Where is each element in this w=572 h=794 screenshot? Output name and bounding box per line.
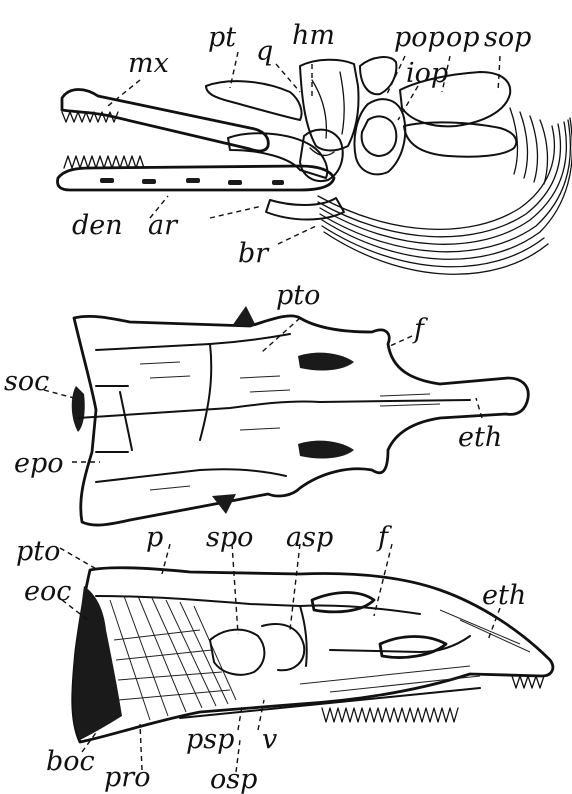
label-eoc: eoc (24, 576, 71, 607)
pterygoid-shape (206, 81, 302, 120)
label-epo: epo (14, 448, 64, 479)
cranium-dark-patch-lower (298, 441, 354, 459)
label-v: v (262, 724, 277, 755)
orbit-lower (380, 637, 446, 658)
maxilla-shape (62, 90, 268, 151)
label-asp: asp (286, 522, 333, 553)
cranium-lateral-hatching (110, 596, 236, 720)
label-f-bottom: f (376, 522, 392, 553)
interopercle-shape (362, 116, 397, 156)
label-pt: pt (208, 22, 236, 53)
dentary-pores (100, 178, 284, 185)
label-spo: spo (206, 522, 253, 553)
label-eth-bottom: eth (482, 580, 526, 611)
label-soc: soc (4, 366, 49, 397)
bottom-view-leaders (60, 544, 500, 772)
middle-view-labels: pto f soc eth epo (4, 280, 502, 479)
label-iop: iop (406, 58, 448, 89)
label-ar: ar (148, 210, 179, 241)
label-pop: pop (394, 22, 445, 53)
label-psp: psp (186, 724, 234, 755)
parasphenoid-teeth (322, 708, 458, 722)
label-mx: mx (128, 48, 169, 79)
label-br: br (238, 238, 270, 269)
cranium-lateral-outline (73, 568, 553, 742)
label-op: op (446, 22, 480, 53)
subopercle-shape (404, 122, 516, 156)
label-hm: hm (292, 20, 335, 51)
bottom-view-cranium (73, 568, 553, 742)
label-q: q (256, 36, 273, 67)
hyomandibular-shape (300, 60, 359, 151)
label-osp: osp (210, 764, 257, 794)
cranium-dark-patch-upper (298, 353, 354, 371)
supraoccipital-dark (72, 386, 85, 432)
upper-operculum-shape (360, 57, 396, 94)
label-pto-middle: pto (276, 280, 320, 311)
top-view-head (58, 57, 572, 274)
label-pto-bottom: pto (16, 536, 60, 567)
label-eth-middle: eth (458, 422, 502, 453)
label-f-middle: f (412, 314, 428, 345)
occipital-dark (73, 586, 122, 740)
orbit-upper (312, 593, 374, 612)
articular-lower (266, 198, 344, 220)
label-den: den (72, 210, 123, 241)
label-p: p (146, 522, 163, 553)
middle-view-cranium (72, 306, 529, 525)
label-boc: boc (46, 746, 95, 777)
label-sop: sop (484, 22, 531, 53)
label-pro: pro (104, 762, 150, 793)
vomer-teeth (512, 676, 544, 688)
